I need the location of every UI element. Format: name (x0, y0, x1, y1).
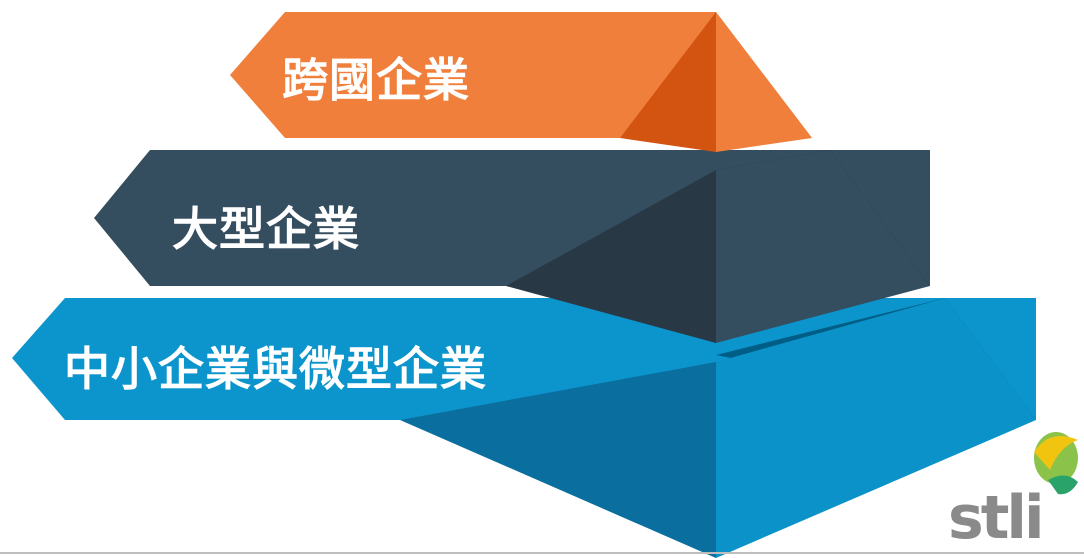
logo-text: stli (948, 483, 1045, 553)
tier-top-label: 跨國企業 (282, 53, 470, 107)
tier-middle-label: 大型企業 (172, 202, 360, 256)
tier-bottom-label: 中小企業與微型企業 (64, 342, 487, 396)
bottom-divider (0, 552, 1084, 554)
tier-middle-left-face (506, 170, 716, 343)
tier-top-right-face (716, 12, 812, 152)
tier-top-left-face (620, 12, 716, 152)
tier-bottom-right-face (716, 298, 1036, 558)
tier-bottom-left-face (400, 362, 716, 558)
logo-leaf-icon (1034, 432, 1078, 495)
tier-middle-right-face (716, 150, 930, 343)
